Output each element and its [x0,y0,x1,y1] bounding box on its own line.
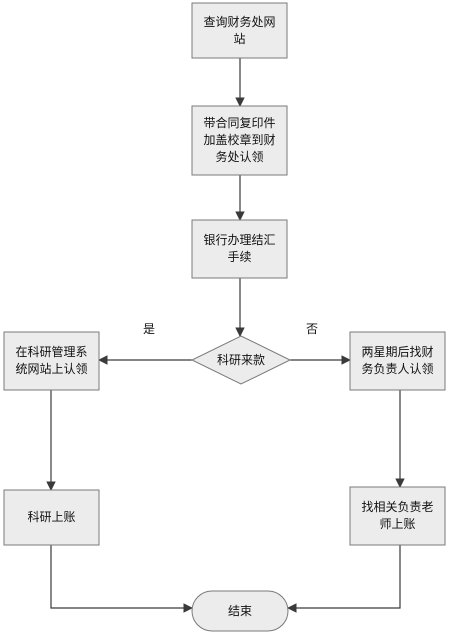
node-shape-n1 [191,2,288,59]
node-label-n8: 找相关负责老师上账 [361,500,434,531]
node-shape-n8 [349,486,446,546]
node-shape-n4 [190,335,292,385]
node-shape-n7 [3,489,100,546]
node-label-n7: 科研上账 [27,510,76,524]
node-label-n3: 银行办理结汇手续 [203,233,276,264]
node-shape-n5 [3,331,100,391]
edge-n8-n9 [287,545,401,613]
node-label-n9: 结束 [227,603,252,618]
edge-label-n4-n6: 否 [305,321,318,336]
node-shape-n2 [191,105,288,176]
edge-n7-n9 [50,545,193,613]
node-label-n2: 带合同复印件加盖校章到财务处认领 [203,116,276,164]
node-shape-n6 [349,331,446,391]
edge-label-n4-n5: 是 [142,321,155,336]
node-label-n1: 查询财务处网站 [203,14,276,46]
node-shape-n3 [191,219,288,279]
node-shape-n9 [191,590,289,632]
node-label-n5: 在科研管理系统网站上认领 [15,345,88,376]
node-label-n4: 科研来款 [216,352,265,367]
nodes-layer [3,2,446,632]
node-label-n6: 两星期后找财务负责人认领 [361,345,434,376]
edges-layer [46,58,405,613]
